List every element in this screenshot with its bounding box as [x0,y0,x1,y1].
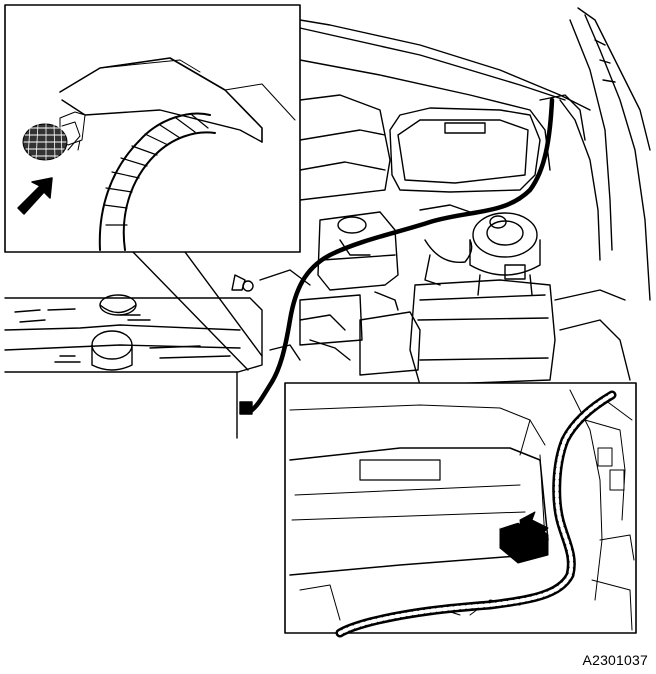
engine-cover [4,294,263,373]
expansion-tank [317,211,399,291]
connector-detail-inset [4,4,301,253]
arrow-pointer-icon [17,177,53,215]
routed-cable [249,97,555,413]
figure-code: A2301037 [582,652,648,668]
strut-tower [469,212,541,296]
cowl-panel [299,59,551,201]
arrow-pointer-icon [519,511,549,537]
engine-bay-scene [4,7,651,439]
knurled-connector-cap [22,121,81,161]
open-hood [299,7,651,301]
cable-clip [236,371,253,439]
engine-details [231,204,631,381]
fuse-box-detail-inset [284,382,637,638]
detail-leader-lines [132,251,263,371]
battery-area [299,279,556,386]
